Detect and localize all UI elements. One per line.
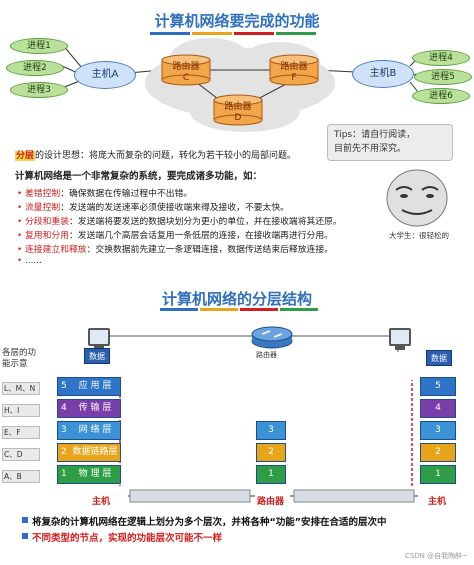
title-underline	[160, 308, 198, 311]
process-2: 进程2	[6, 60, 64, 76]
function-item: • 流量控制：发送端的发送速率必须使接收端来得及接收，不要太快。	[17, 203, 289, 213]
computer-right-stand	[395, 346, 405, 350]
layer-number: 1	[61, 469, 67, 479]
router-c-icon	[161, 54, 211, 86]
network-links-inner	[161, 54, 319, 126]
layer-number: 4	[61, 403, 67, 413]
title-underline	[192, 32, 232, 35]
host-a: 主机A	[74, 61, 136, 89]
layer-cell: 1 物 理 层	[57, 465, 121, 484]
footnote-2: 不同类型的节点，实现的功能层次可能不一样	[32, 533, 223, 544]
router-layer-cell: 3	[256, 421, 286, 440]
layering-keyword: 分层	[15, 151, 36, 161]
layer-tag: A、B	[2, 470, 40, 483]
title-underline	[240, 308, 278, 311]
meme-caption: 大学生：很轻松的	[389, 231, 449, 240]
function-item: • 连接建立和释放：交换数据前先建立一条逻辑连接，数据传送结束后释放连接。	[17, 245, 333, 255]
layer-cell: 4 传 输 层	[57, 399, 121, 418]
data-packet-right: 数据	[426, 350, 452, 366]
layer-tag: E、F	[2, 426, 40, 439]
router-f-icon	[269, 54, 319, 86]
layer-cell: 4	[420, 399, 456, 418]
bullet-square	[22, 517, 28, 523]
layer-tag: H、I	[2, 404, 40, 417]
layer-name: 传 输 层	[78, 403, 112, 413]
section2-title: 计算机网络的分层结构	[161, 290, 312, 308]
system-sentence: 计算机网络是一个非常复杂的系统，要完成诸多功能，如：	[15, 171, 263, 182]
layer-cell: 1	[420, 465, 456, 484]
title-underline	[280, 308, 318, 311]
function-item: • 复用和分用：发送端几个高层会话复用一条低层的连接，在接收端再进行分用。	[17, 231, 333, 241]
router-top-label: 路由器	[256, 351, 277, 359]
meme-face-icon	[386, 169, 448, 227]
title-underline	[150, 32, 190, 35]
title-underline	[234, 32, 274, 35]
router-layer-cell: 1	[256, 465, 286, 484]
layer-number: 3	[61, 425, 67, 435]
section1-title: 计算机网络要完成的功能	[154, 12, 320, 30]
title-underline	[200, 308, 238, 311]
router-icon	[251, 326, 293, 349]
function-item: • 差错控制：确保数据在传输过程中不出错。	[17, 189, 193, 199]
tips-bubble: Tips：请自行阅读， 目前先不用深究。	[327, 124, 453, 161]
layer-cell: 2 数据链路层	[57, 443, 121, 462]
watermark: CSDN @自我陶醉~	[404, 552, 468, 560]
layer-name: 应 用 层	[78, 381, 112, 391]
layer-name: 网 络 层	[78, 425, 112, 435]
host-left-label: 主机	[92, 497, 111, 507]
layer-name: 物 理 层	[78, 469, 112, 479]
process-6: 进程6	[412, 88, 470, 104]
data-packet-left: 数据	[84, 348, 110, 364]
footnote-1: 将复杂的计算机网络在逻辑上划分为多个层次，并将各种“功能”安排在合适的层次中	[32, 517, 387, 528]
computer-left-icon	[88, 328, 110, 346]
layer-cell: 3 网 络 层	[57, 421, 121, 440]
process-5: 进程5	[414, 69, 472, 85]
layer-number: 2	[61, 447, 67, 457]
router-bottom-label: 路由器	[257, 497, 285, 507]
process-3: 进程3	[10, 82, 68, 98]
layer-tag: C、D	[2, 448, 40, 461]
function-item: • 分段和重装：发送端将要发送的数据块划分为更小的单位，并在接收端将其还原。	[17, 217, 342, 227]
layer-number: 5	[61, 381, 67, 391]
function-item-ellipsis: • ......	[17, 256, 42, 266]
layering-sentence: 分层的设计思想：将庞大而复杂的问题，转化为若干较小的局部问题。	[15, 151, 297, 161]
layer-cell: 3	[420, 421, 456, 440]
layer-cell: 5 应 用 层	[57, 377, 121, 396]
router-d-icon	[213, 94, 263, 126]
host-right-label: 主机	[428, 497, 447, 507]
layer-name: 数据链路层	[72, 447, 118, 457]
layer-cell: 2	[420, 443, 456, 462]
layer-tag: L、M、N	[2, 382, 40, 395]
bullet-square	[22, 533, 28, 539]
router-layer-cell: 2	[256, 443, 286, 462]
host-b: 主机B	[352, 60, 414, 88]
layers-side-title: 各层的功 能示意	[2, 348, 37, 369]
computer-right-icon	[389, 328, 411, 346]
process-1: 进程1	[10, 38, 68, 54]
layer-cell: 5	[420, 377, 456, 396]
process-4: 进程4	[412, 50, 470, 66]
title-underline	[276, 32, 316, 35]
